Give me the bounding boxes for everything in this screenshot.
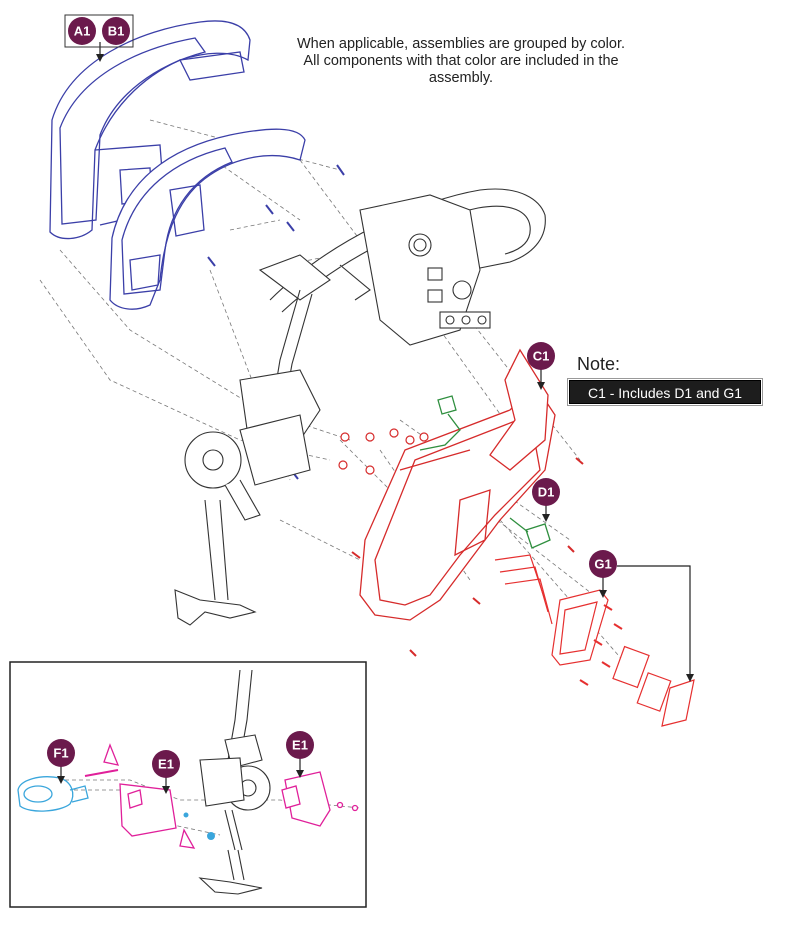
svg-text:A1: A1 bbox=[74, 24, 91, 39]
note-box: C1 - Includes D1 and G1 bbox=[567, 378, 763, 406]
magenta-light-housing-left bbox=[84, 743, 196, 849]
callout-b1: B1 bbox=[102, 17, 130, 45]
blue-rear-shroud bbox=[109, 128, 306, 310]
svg-text:D1: D1 bbox=[538, 485, 555, 500]
callout-c1: C1 bbox=[527, 342, 555, 370]
a1-b1-group-box bbox=[64, 14, 134, 48]
inset-callout-leader-lines bbox=[57, 758, 304, 794]
red-console-housing bbox=[359, 348, 556, 621]
callout-a1: A1 bbox=[68, 17, 96, 45]
callout-d1: D1 bbox=[532, 478, 560, 506]
magenta-light-housing-right bbox=[281, 771, 359, 827]
red-circuit-board-and-harness bbox=[494, 554, 695, 727]
color-grouping-legend: When applicable, assemblies are grouped … bbox=[296, 36, 626, 86]
svg-text:E1: E1 bbox=[158, 757, 174, 772]
cyan-bulbs bbox=[183, 812, 215, 840]
inset-tiller-column bbox=[198, 669, 271, 895]
svg-text:F1: F1 bbox=[53, 746, 68, 761]
svg-text:C1: C1 bbox=[533, 349, 550, 364]
callout-f1: F1 bbox=[47, 739, 75, 767]
green-key-switch bbox=[419, 395, 551, 549]
callout-e1-left: E1 bbox=[152, 750, 180, 778]
callout-g1: G1 bbox=[589, 550, 617, 578]
callout-e1-right: E1 bbox=[286, 731, 314, 759]
tiller-handlebar-assembly bbox=[174, 188, 546, 626]
svg-text:B1: B1 bbox=[108, 24, 125, 39]
callout-leader-lines bbox=[96, 42, 694, 682]
red-nuts-and-screws bbox=[338, 428, 584, 657]
cyan-headlight bbox=[17, 776, 89, 812]
note-title: Note: bbox=[577, 354, 621, 374]
svg-text:G1: G1 bbox=[594, 557, 611, 572]
svg-text:E1: E1 bbox=[292, 738, 308, 753]
